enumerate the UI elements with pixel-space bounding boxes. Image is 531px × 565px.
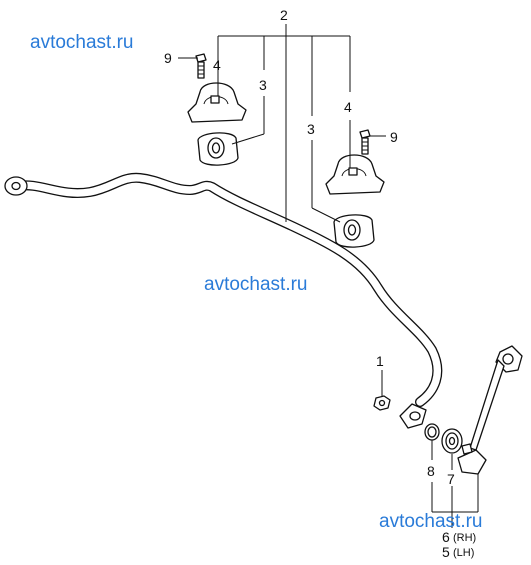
leader-lines <box>178 24 479 528</box>
nut-1 <box>373 395 391 411</box>
callout-5: 5 <box>442 544 450 560</box>
stabilizer-bar <box>4 172 443 429</box>
callout-3-left: 3 <box>259 77 267 93</box>
ring-8 <box>424 423 440 441</box>
watermark-top: avtochast.ru <box>30 32 134 53</box>
callout-7: 7 <box>447 471 455 487</box>
callout-4-left: 4 <box>213 57 221 73</box>
bolt-left <box>195 53 207 79</box>
callout-2: 2 <box>280 7 288 23</box>
bracket-right <box>325 154 385 195</box>
callout-9-right: 9 <box>390 129 398 145</box>
bushing-right <box>333 214 375 248</box>
callout-6: 6 <box>442 529 450 545</box>
callout-3-right: 3 <box>307 121 315 137</box>
callout-6-side: (RH) <box>453 532 476 544</box>
bracket-left <box>187 82 247 123</box>
callout-1: 1 <box>376 353 384 369</box>
callout-8: 8 <box>427 463 435 479</box>
stabilizer-link <box>457 345 523 475</box>
bushing-left <box>197 132 239 166</box>
callout-4-right: 4 <box>344 99 352 115</box>
watermark-middle: avtochast.ru <box>204 274 308 295</box>
callout-5-side: (LH) <box>453 547 474 559</box>
callout-9-left: 9 <box>164 50 172 66</box>
watermark-bottom: avtochast.ru <box>379 511 483 532</box>
bushing-7 <box>441 428 463 454</box>
callout-labels: 2 9 4 3 4 3 9 1 8 7 6 (RH) 5 (LH) <box>164 7 476 560</box>
bolt-right <box>359 129 371 155</box>
